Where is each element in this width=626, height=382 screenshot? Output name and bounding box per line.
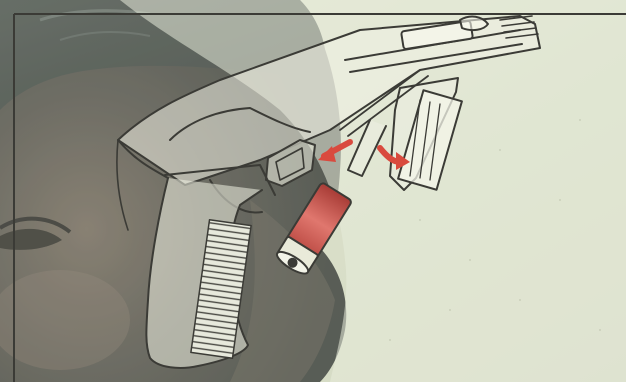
illustration-canvas xyxy=(0,0,626,382)
illustration xyxy=(0,0,626,382)
